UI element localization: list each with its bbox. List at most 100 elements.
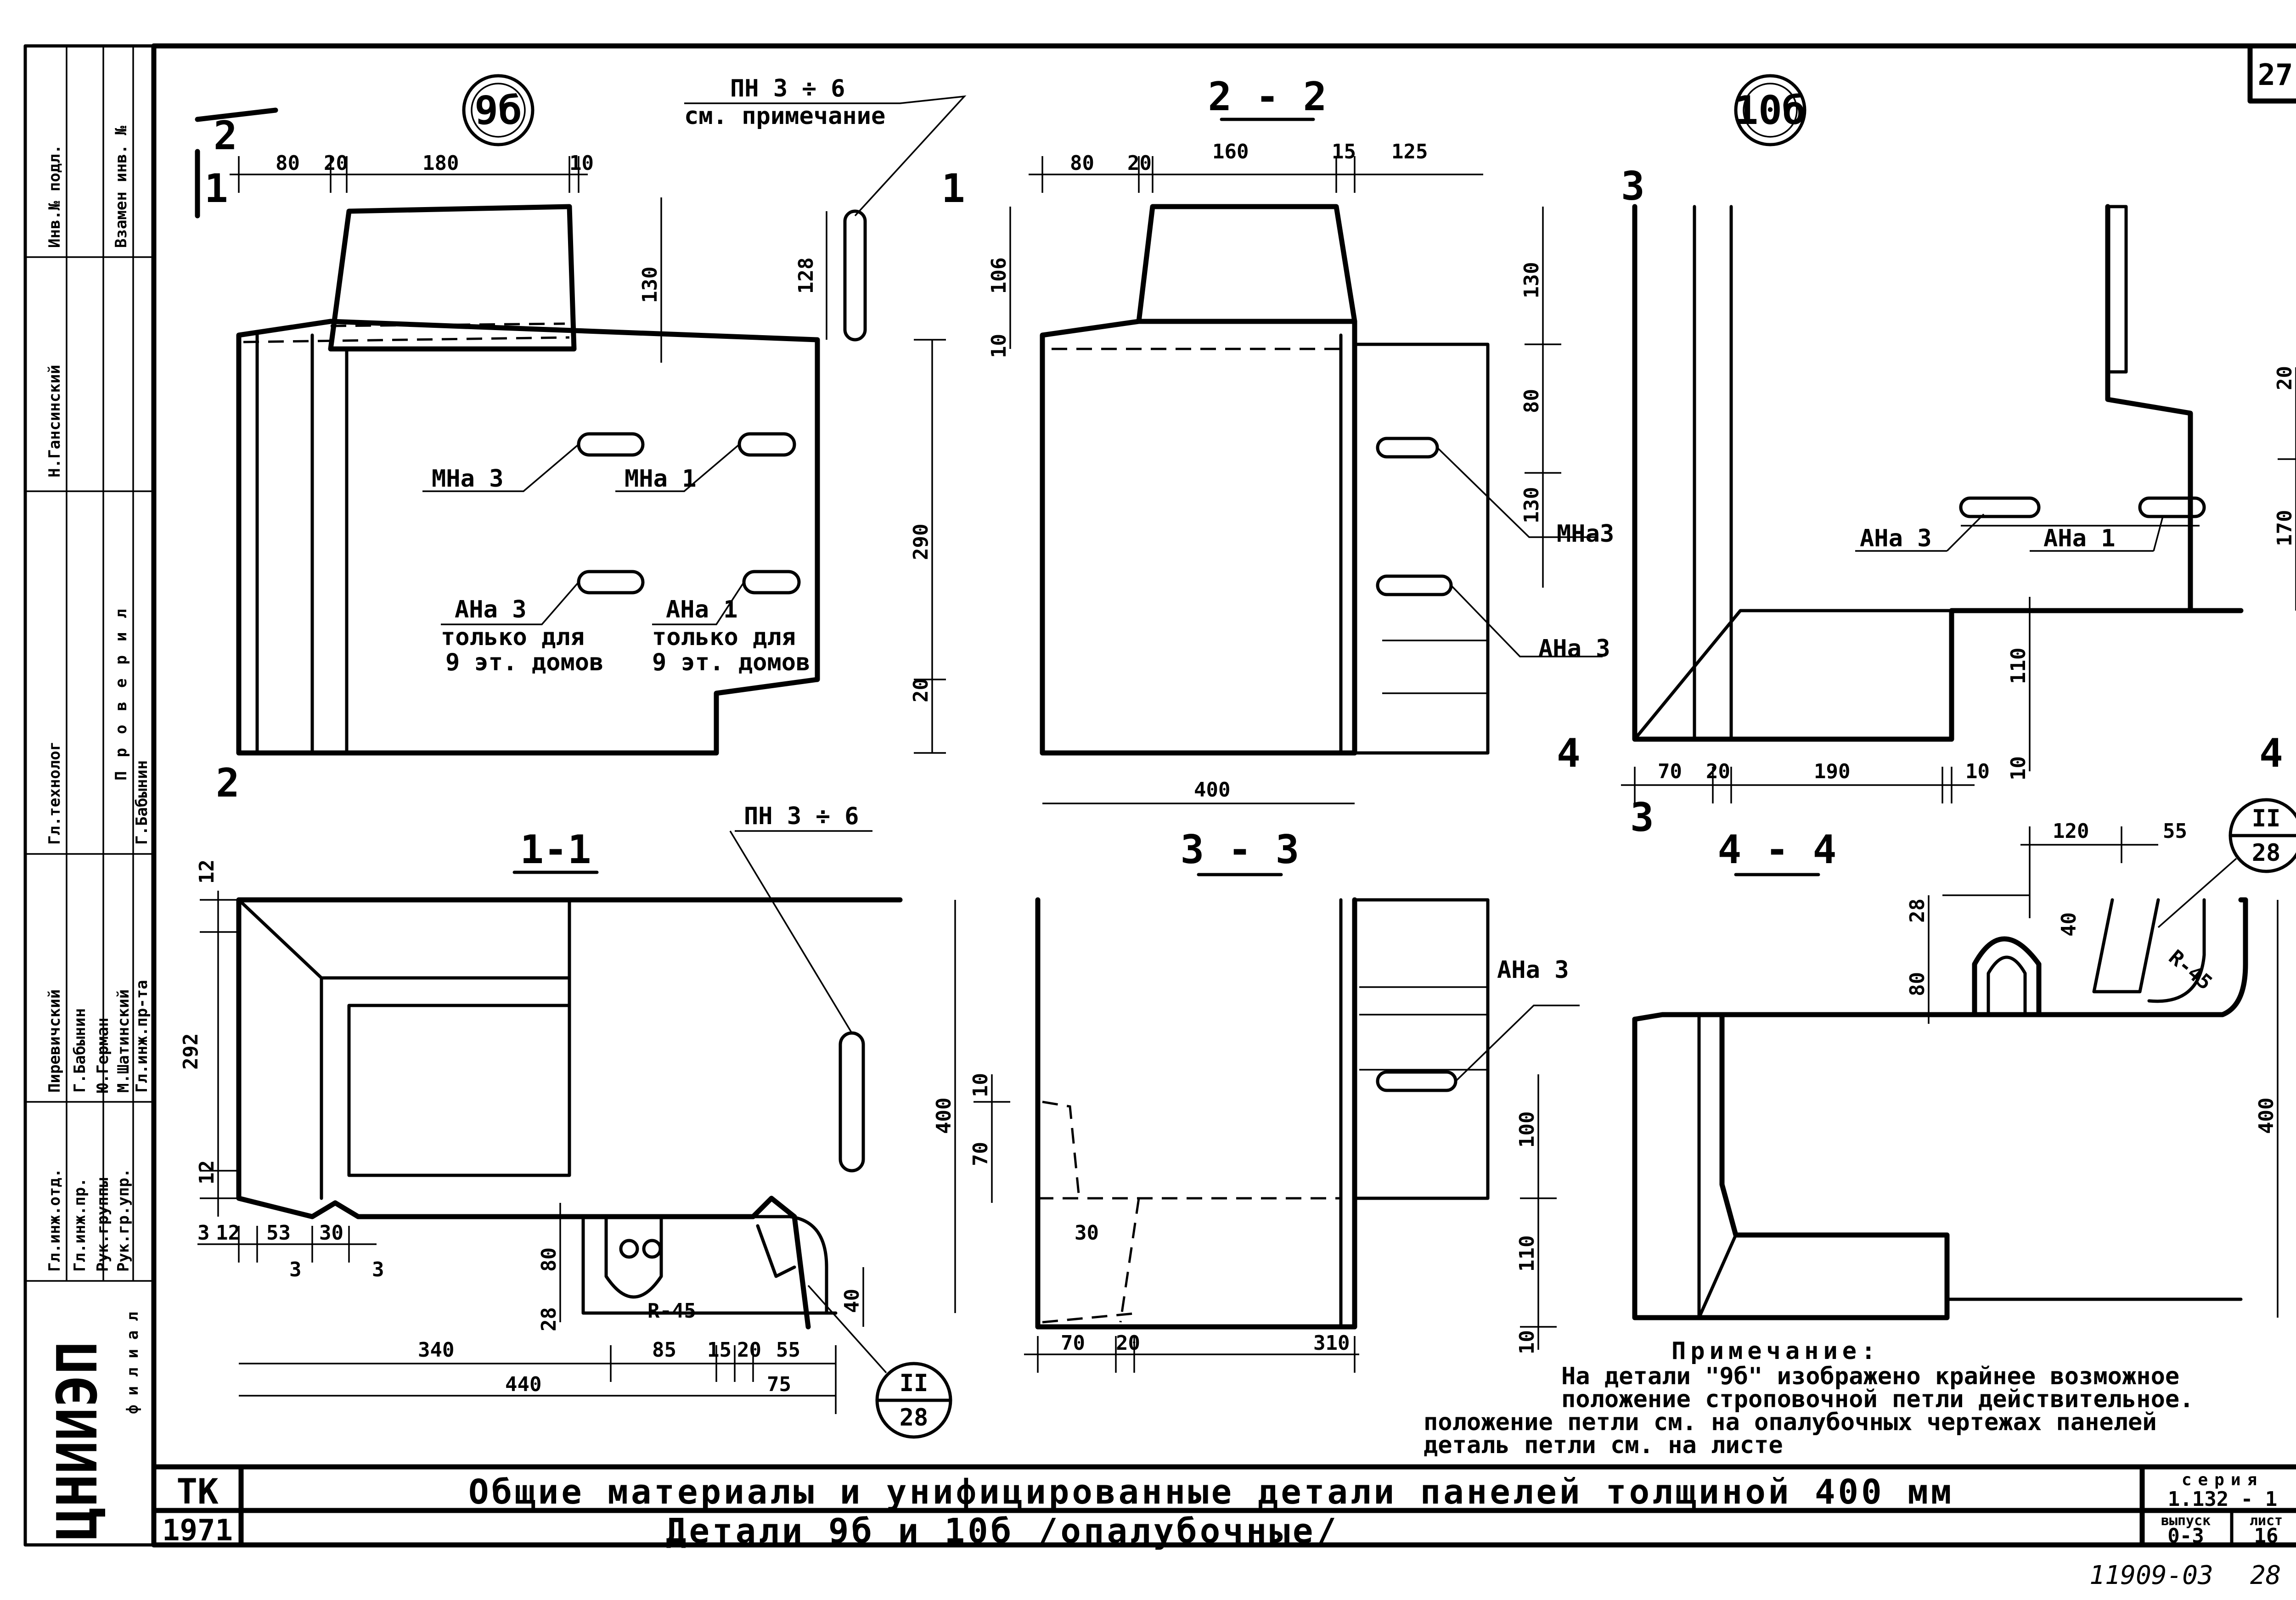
dim-33-70: 70 xyxy=(1061,1331,1085,1355)
dim-33-110: 110 xyxy=(1515,1235,1539,1272)
series-value: 1.132 - 1 xyxy=(2168,1488,2277,1511)
dim-10b-10b: 10 xyxy=(1965,760,1990,783)
callout-11-top: II xyxy=(900,1370,929,1397)
dim-33-10b: 10 xyxy=(1515,1330,1539,1354)
dim-11-20: 20 xyxy=(737,1338,761,1362)
label-9b-see-note: см. примечание xyxy=(684,102,885,130)
stamp-role-3: Рук.группы xyxy=(94,1178,112,1272)
dim-11-80: 80 xyxy=(537,1247,561,1272)
callout-11-bottom: 28 xyxy=(900,1404,929,1432)
stamp-role-4: Рук.гр.упр. xyxy=(114,1168,133,1272)
label-9b-only-for-1: только для xyxy=(441,623,585,651)
issue-value: 0-3 xyxy=(2167,1524,2204,1548)
dim-9b-20-bottom: 20 xyxy=(909,678,933,702)
handwritten-sheet: 28 xyxy=(2250,1561,2281,1590)
stamp-name-3: Г.Бабынин xyxy=(71,1008,89,1093)
section-4-4: 4 - 4 120 55 28 80 40 R-45 400 II 28 xyxy=(1632,798,2296,1320)
note-line-3: положение петли см. на опалубочных черте… xyxy=(1424,1409,2157,1436)
org-branch: филиал xyxy=(124,1302,142,1414)
dim-11-400: 400 xyxy=(932,1098,956,1134)
dim-10b-10: 10 xyxy=(2007,756,2030,780)
dim-22-160: 160 xyxy=(1212,140,1249,163)
detail-10b: 10б 3 3 4 4 20 170 110 10 70 20 190 10 А… xyxy=(1557,74,2296,841)
dim-44-55: 55 xyxy=(2163,820,2187,843)
dim-22-80: 80 xyxy=(1070,152,1094,175)
label-10b-ana1: АНа 1 xyxy=(2043,525,2116,552)
dim-11-15: 15 xyxy=(707,1338,732,1362)
dim-9b-128: 128 xyxy=(794,258,818,294)
dim-10b-110: 110 xyxy=(2007,648,2030,684)
label-22-mna3: МНа3 xyxy=(1557,520,1614,548)
dim-9b-130: 130 xyxy=(638,267,662,303)
issue-label: выпуск xyxy=(2161,1513,2211,1529)
dim-9b-180: 180 xyxy=(422,152,459,175)
stamp-role-5: Гл.технолог xyxy=(45,741,64,845)
dim-33-30: 30 xyxy=(1075,1221,1099,1245)
dim-10b-20b: 20 xyxy=(1706,760,1730,783)
stamp-header-1: Инв.№ подл. xyxy=(45,145,64,248)
dim-44-80: 80 xyxy=(1906,972,1929,996)
label-9b-houses-1: 9 эт. домов xyxy=(445,649,603,676)
dim-33-10: 10 xyxy=(969,1073,992,1097)
label-9b-ana1: АНа 1 xyxy=(666,596,738,623)
stamp-name-5: М.Шатинский xyxy=(114,989,133,1093)
dim-33-100: 100 xyxy=(1515,1112,1539,1148)
title-main: Общие материалы и унифицированные детали… xyxy=(468,1472,1954,1512)
cut-marker-4-right: 4 xyxy=(2259,730,2283,776)
dim-22-130a: 130 xyxy=(1520,262,1543,298)
org-logo: ЦНИИЭП xyxy=(46,1342,110,1540)
section-3-3: 3 - 3 АНа 3 10 70 30 100 110 10 70 20 31… xyxy=(969,827,1580,1373)
note: Примечание: На детали "9б" изображено кр… xyxy=(1424,1337,2194,1459)
label-9b-mna1: МНа 1 xyxy=(625,465,697,493)
dim-11-55: 55 xyxy=(776,1338,800,1362)
title-sub: Детали 9б и 10б /опалубочные/ xyxy=(666,1511,1339,1551)
dim-44-120: 120 xyxy=(2053,820,2089,843)
stamp-approval: Проверил xyxy=(112,595,130,780)
stamp-approval-role: Гл.инж.пр-та xyxy=(133,980,151,1093)
dim-11-12a: 12 xyxy=(195,859,219,884)
label-10b-ana3: АНа 3 xyxy=(1860,525,1932,552)
page-number: 27 xyxy=(2257,58,2293,92)
cut-marker-2-bottom: 2 xyxy=(216,760,240,806)
dim-44-r45: R-45 xyxy=(2164,945,2217,994)
dim-33-310: 310 xyxy=(1313,1331,1350,1355)
dim-22-106: 106 xyxy=(987,258,1011,294)
series-label: серия xyxy=(2182,1471,2263,1489)
detail-9b-label: 9б xyxy=(474,88,522,134)
label-9b-ana3: АНа 3 xyxy=(455,596,527,623)
dim-11-85: 85 xyxy=(652,1338,676,1362)
code: ТК xyxy=(176,1471,219,1512)
dim-11-440: 440 xyxy=(505,1373,541,1396)
note-line-1: На детали "9б" изображено крайнее возмож… xyxy=(1561,1363,2179,1390)
label-9b-pn: ПН 3 ÷ 6 xyxy=(730,75,845,102)
dim-11-3a: 3 xyxy=(197,1221,210,1245)
dim-33-20: 20 xyxy=(1116,1331,1140,1355)
dim-11-30: 30 xyxy=(319,1221,343,1245)
dim-22-400: 400 xyxy=(1194,778,1230,802)
note-line-4: деталь петли см. на листе xyxy=(1424,1432,1783,1459)
sheet-value: 16 xyxy=(2254,1524,2279,1548)
cut-marker-2: 2 xyxy=(214,113,237,159)
dim-11-28: 28 xyxy=(537,1307,561,1331)
dim-44-40: 40 xyxy=(2057,912,2081,937)
dim-10b-170: 170 xyxy=(2273,510,2296,546)
dim-11-3b: 3 xyxy=(289,1258,302,1281)
side-stamp: Инв.№ подл. Взамен инв. № Н.Гансинский Г… xyxy=(23,44,156,1547)
dim-33-70v: 70 xyxy=(969,1142,992,1166)
dim-11-75: 75 xyxy=(767,1373,791,1396)
label-11-pn: ПН 3 ÷ 6 xyxy=(744,803,859,830)
year: 1971 xyxy=(162,1514,233,1548)
detail-10b-label: 10б xyxy=(1734,88,1806,134)
stamp-role-2: Гл.инж.пр. xyxy=(71,1178,89,1272)
dim-9b-290: 290 xyxy=(909,524,933,560)
stamp-name-6: Г.Бабынин xyxy=(133,760,151,845)
dim-44-400: 400 xyxy=(2255,1098,2278,1134)
dim-11-292: 292 xyxy=(179,1033,203,1070)
stamp-name-1: Н.Гансинский xyxy=(45,365,64,477)
dim-11-r45: R-45 xyxy=(647,1299,696,1323)
dim-9b-80: 80 xyxy=(276,152,300,175)
label-33-ana3: АНа 3 xyxy=(1497,956,1569,984)
handwritten-number: 11909-03 xyxy=(2089,1561,2213,1590)
label-9b-only-for-2: только для xyxy=(652,623,796,651)
